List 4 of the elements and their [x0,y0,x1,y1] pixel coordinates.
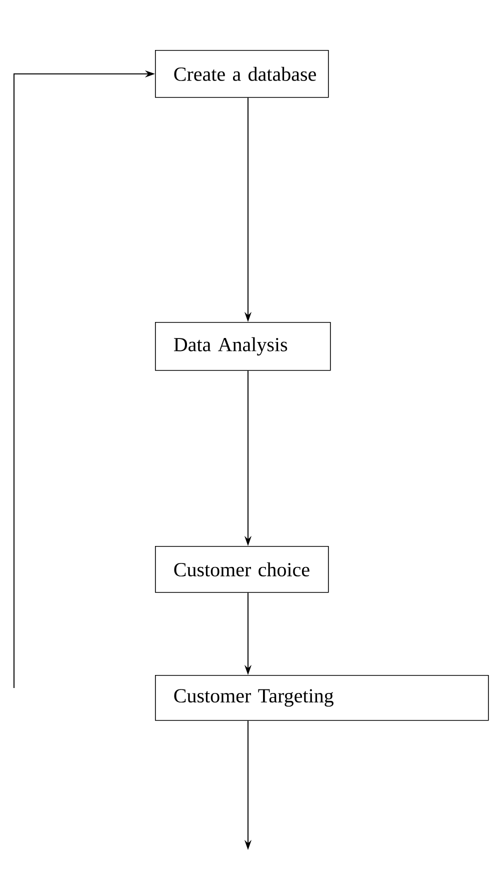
process-box: Customer choice [155,546,329,593]
process-box: Data Analysis [155,322,331,371]
process-box: Customer Targeting [155,675,489,721]
process-box: Create a database [155,50,329,98]
